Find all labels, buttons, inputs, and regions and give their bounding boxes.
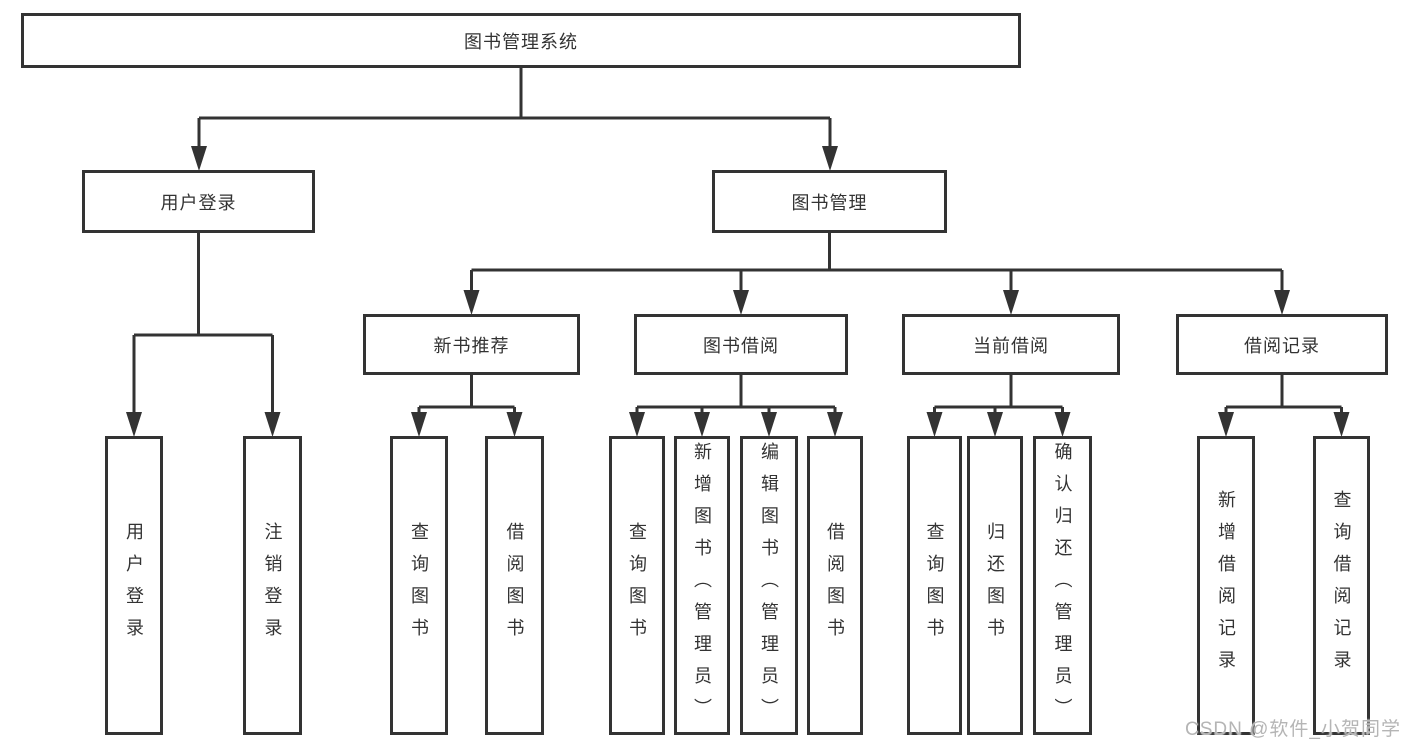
leaf-user-login: 用户登录: [105, 436, 163, 735]
leaf-label: 编辑图书（管理员）: [759, 441, 779, 730]
node-label: 用户登录: [160, 192, 237, 213]
leaf-logout: 注销登录: [243, 436, 302, 735]
node-label: 图书管理系统: [464, 31, 578, 52]
node-book-management: 图书管理: [712, 170, 947, 233]
node-label: 新书推荐: [433, 335, 510, 356]
node-label: 当前借阅: [973, 335, 1049, 356]
leaf-query-books-current: 查询图书: [907, 436, 962, 735]
leaf-return-books: 归还图书: [967, 436, 1023, 735]
node-label: 图书管理: [791, 192, 868, 213]
csdn-watermark: CSDN @软件_小贺同学: [1185, 719, 1401, 740]
node-user-login: 用户登录: [82, 170, 315, 233]
leaf-label: 新增图书（管理员）: [692, 441, 712, 730]
leaf-label: 用户登录: [124, 521, 144, 650]
leaf-label: 借阅图书: [504, 521, 525, 650]
leaf-label: 归还图书: [985, 521, 1005, 650]
leaf-confirm-return-admin: 确认归还（管理员）: [1033, 436, 1092, 735]
node-borrowing-records: 借阅记录: [1176, 314, 1388, 375]
leaf-label: 查询图书: [924, 521, 945, 650]
node-library-management-system: 图书管理系统: [21, 13, 1021, 68]
leaf-borrow-books: 借阅图书: [807, 436, 863, 735]
leaf-label: 查询借阅记录: [1331, 489, 1352, 682]
leaf-add-borrow-record: 新增借阅记录: [1197, 436, 1255, 735]
leaf-add-books-admin: 新增图书（管理员）: [674, 436, 730, 735]
leaf-query-books-recommend: 查询图书: [390, 436, 448, 735]
leaf-label: 借阅图书: [825, 521, 845, 650]
leaf-label: 注销登录: [262, 521, 283, 650]
leaf-query-books-borrow: 查询图书: [609, 436, 665, 735]
leaf-label: 新增借阅记录: [1216, 489, 1236, 682]
node-book-borrowing: 图书借阅: [634, 314, 848, 375]
arrowheads: [126, 146, 1350, 437]
leaf-borrow-books-recommend: 借阅图书: [485, 436, 544, 735]
leaf-label: 查询图书: [409, 521, 429, 650]
leaf-edit-books-admin: 编辑图书（管理员）: [740, 436, 798, 735]
node-current-borrowing: 当前借阅: [902, 314, 1120, 375]
node-new-book-recommendation: 新书推荐: [363, 314, 580, 375]
node-label: 图书借阅: [703, 335, 779, 356]
leaf-query-borrow-record: 查询借阅记录: [1313, 436, 1370, 735]
leaf-label: 确认归还（管理员）: [1052, 441, 1073, 730]
node-label: 借阅记录: [1244, 335, 1320, 356]
leaf-label: 查询图书: [627, 521, 647, 650]
